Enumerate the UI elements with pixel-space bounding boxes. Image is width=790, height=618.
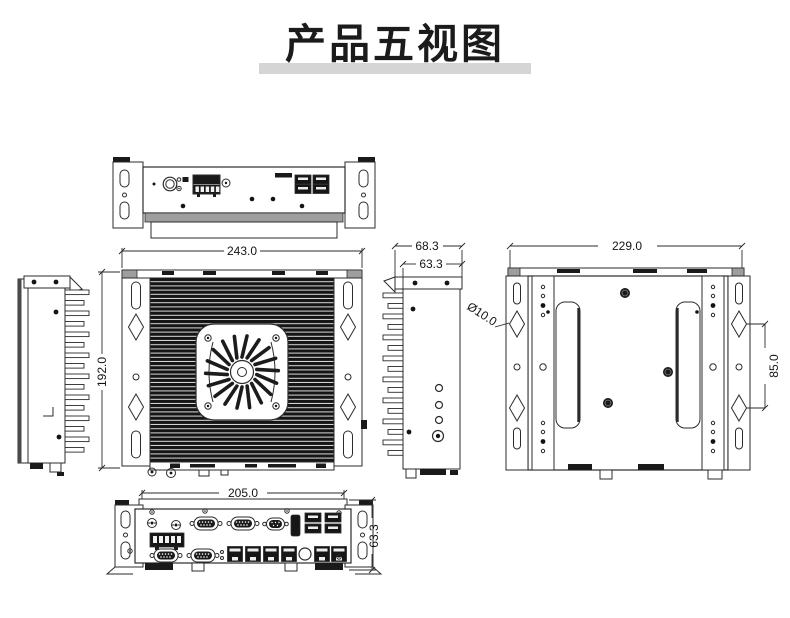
front-right-bracket (333, 277, 363, 467)
left-side-view (17, 275, 90, 476)
dim-rear-hole-diameter: Ø10.0 (464, 299, 510, 329)
dim-bottom-height: 63.3 (349, 496, 381, 574)
dim-rear-width: 229.0 (506, 239, 746, 268)
top-panel-tray (150, 221, 338, 239)
dip-switch (182, 177, 189, 182)
top-view (112, 157, 376, 239)
antenna-connector (166, 468, 176, 478)
bottom-view (105, 498, 383, 575)
right-side-view (382, 276, 463, 479)
front-left-bracket (121, 277, 151, 467)
heatsink-fins-right (382, 292, 404, 456)
dim-rear-width-value: 229.0 (612, 239, 642, 253)
fan-blades-icon (203, 334, 281, 410)
dim-rear-hole-spacing: 85.0 (746, 320, 781, 412)
power-connector (162, 176, 182, 192)
power-button (431, 429, 445, 443)
sim-slot (275, 173, 292, 178)
cpu-fan (195, 323, 289, 421)
top-view-right-bracket (344, 161, 376, 229)
dim-front-width-value: 243.0 (227, 244, 257, 258)
led-indicators (434, 383, 444, 425)
dim-bottom-height-value: 63.3 (367, 524, 381, 548)
rear-view (505, 267, 751, 480)
rear-left-bracket (505, 275, 529, 471)
dim-side-inner-depth: 63.3 (399, 257, 466, 289)
hex-screw (662, 366, 674, 378)
dim-front-height-value: 192.0 (95, 357, 109, 387)
rear-right-rail (701, 275, 725, 471)
hdmi-port (290, 514, 301, 537)
title-underline (259, 63, 531, 74)
button-hole (221, 178, 231, 188)
rear-left-handle (555, 301, 581, 429)
dim-rear-hole-diameter-value: Ø10.0 (464, 299, 499, 329)
rear-right-bracket (727, 275, 751, 471)
reset-button (298, 547, 312, 561)
dim-side-inner-depth-value: 63.3 (419, 257, 443, 271)
dim-front-height: 192.0 (95, 268, 120, 472)
dim-side-outer-depth: 68.3 (391, 239, 466, 277)
rear-right-handle (675, 301, 701, 429)
terminal-block-top (192, 174, 221, 197)
page-title: 产品五视图 (285, 21, 505, 67)
hex-screw (619, 287, 631, 299)
front-view (121, 269, 367, 478)
dim-side-outer-depth-value: 68.3 (415, 239, 439, 253)
top-view-left-bracket (112, 161, 144, 229)
heatsink-fins-left (64, 289, 90, 453)
rear-plate (527, 275, 729, 471)
terminal-block-bottom (149, 532, 185, 550)
dim-bottom-width: 205.0 (138, 486, 348, 500)
dim-rear-hole-spacing-value: 85.0 (767, 354, 781, 378)
hex-screw (602, 397, 614, 409)
rear-left-rail (531, 275, 555, 471)
antenna-connector (147, 467, 157, 477)
dim-front-width: 243.0 (118, 244, 366, 268)
dim-bottom-width-value: 205.0 (228, 486, 258, 500)
top-panel-band (144, 212, 344, 223)
